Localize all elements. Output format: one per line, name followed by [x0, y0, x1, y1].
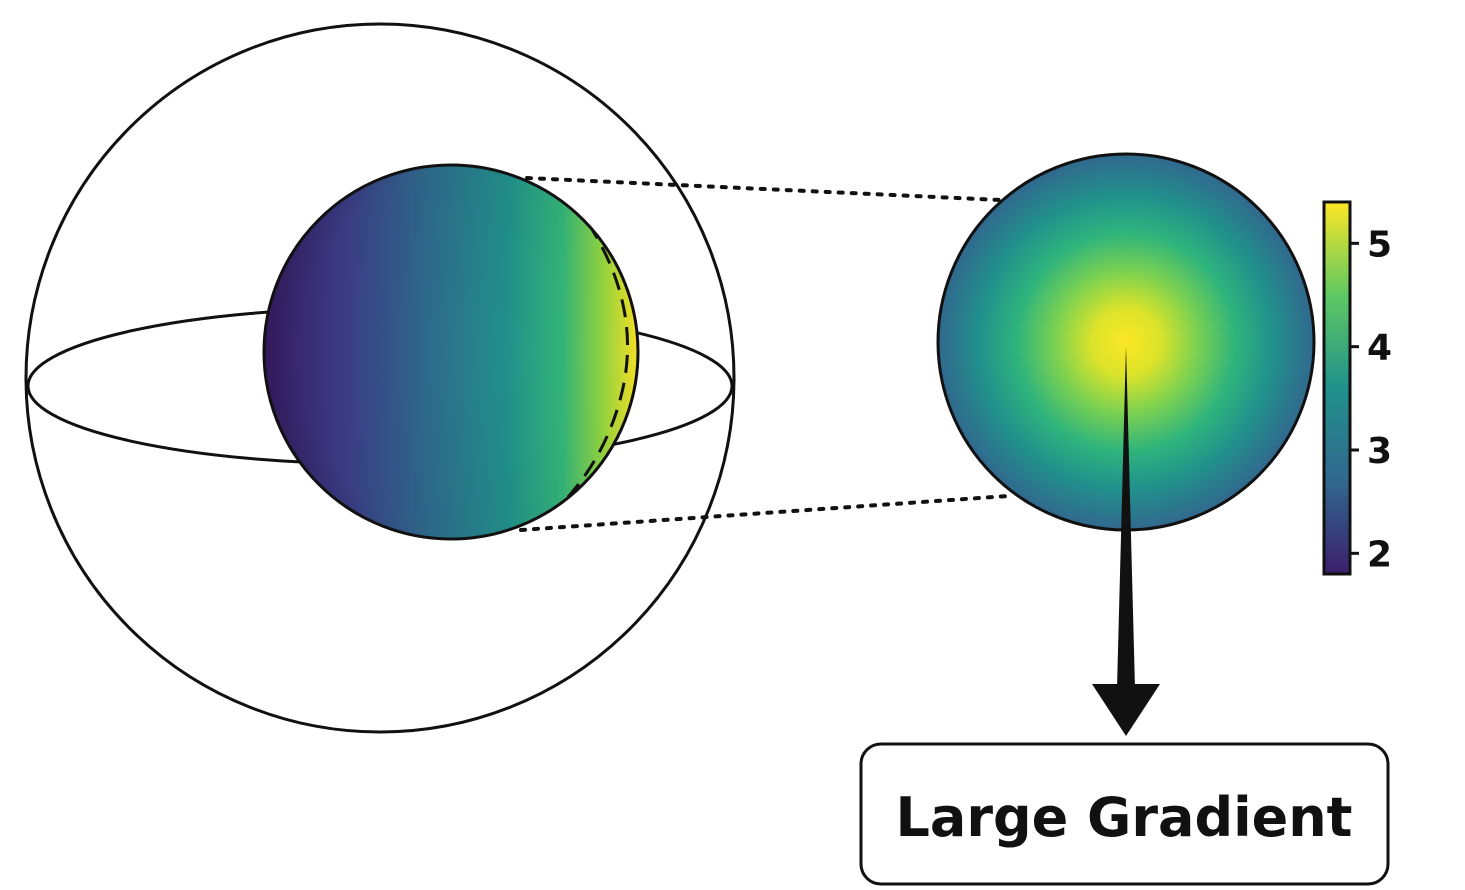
callout-label: Large Gradient [896, 786, 1353, 849]
colorbar: 5 4 3 2 [1322, 200, 1392, 576]
colorbar-bar [1322, 200, 1352, 576]
inner-sphere-dashed-arc [566, 199, 630, 498]
callout-frame [859, 742, 1390, 886]
projection-lines [519, 176, 1010, 532]
colorbar-ticks: 5 4 3 2 [1350, 224, 1392, 575]
colorbar-tick-label: 2 [1367, 534, 1392, 575]
outer-sphere-outline [24, 22, 736, 734]
colorbar-tick-label: 4 [1367, 328, 1392, 369]
arrow-head [1092, 684, 1160, 736]
inner-sphere [262, 163, 640, 541]
inner-sphere-outline [262, 163, 640, 541]
arrow-shaft [1117, 346, 1135, 688]
inner-sphere-shade [264, 165, 638, 539]
callout-box: Large Gradient [859, 742, 1390, 886]
projection-line-top [525, 176, 1002, 202]
gradient-arrow [1092, 346, 1160, 736]
colorbar-tick-label: 5 [1367, 224, 1392, 265]
colorbar-tick-label: 3 [1367, 431, 1392, 472]
projection-line-bottom [519, 494, 1010, 532]
